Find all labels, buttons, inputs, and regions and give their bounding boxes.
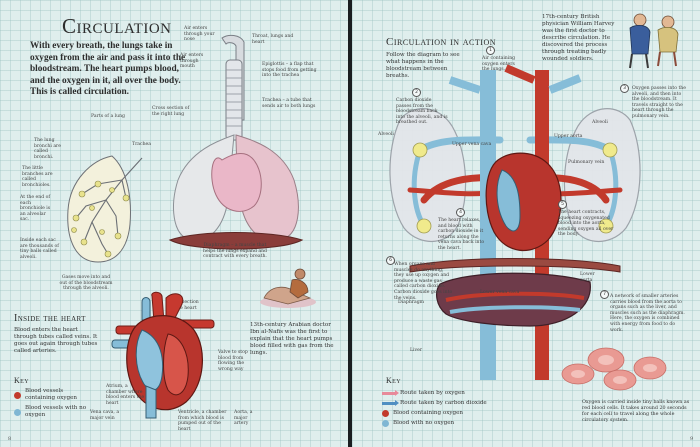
- label-valve: Valve to stop blood from flowing the wro…: [218, 350, 248, 372]
- blue-dot-icon: [382, 420, 389, 427]
- ibn-caption: 13th-century Arabian doctor Ibn al-Nafis…: [250, 322, 334, 356]
- label-cross-lung: Cross section of the right lung: [152, 106, 190, 117]
- label-air-trachea: Air enters through your nose: [184, 26, 215, 43]
- label-atrium: Atrium, a chamber where blood enters the…: [106, 384, 145, 406]
- step-text-5: The heart contracts, squeezing oxygenate…: [558, 210, 614, 238]
- key-item-blood-no-oxygen: Blood with no oxygen: [382, 420, 502, 427]
- label-ventricle: Ventricle, a chamber from which blood is…: [178, 410, 227, 432]
- label-lower-aorta: Lower aorta: [580, 272, 595, 283]
- label-trachea: Trachea – a tube that sends air to both …: [262, 98, 316, 109]
- label-parts-lung: Parts of a lung: [91, 114, 125, 119]
- right-intro-text: Follow the diagram to see what happens i…: [386, 52, 460, 79]
- harvey-illustration: [629, 13, 679, 69]
- label-upper-vena-cava: Upper vena cava: [452, 142, 492, 147]
- page-number-right: 9: [690, 436, 694, 442]
- right-page: Circulation in action Follow the diagram…: [352, 0, 700, 447]
- book-gutter: [348, 0, 352, 447]
- step-marker-4: 4: [456, 208, 465, 217]
- intro-text: With every breath, the lungs take in oxy…: [30, 41, 186, 97]
- label-upper-aorta: Upper aorta: [554, 134, 583, 139]
- page-number-left: 8: [8, 436, 12, 442]
- step-text-6: When organs and muscles do anything, the…: [394, 262, 453, 301]
- key-item-blood-oxygen: Blood containing oxygen: [382, 410, 502, 417]
- label-aorta: Aorta, a major artery: [234, 410, 253, 427]
- label-trachea-2: Trachea: [132, 142, 151, 147]
- page-title: Circulation: [62, 14, 172, 38]
- label-alveoli: Inside each sac are thousands of tiny ba…: [20, 238, 59, 260]
- label-air-mouth: Air enters through mouth: [180, 53, 204, 70]
- step-text-3: Oxygen passes into the alveoli, and then…: [632, 86, 686, 119]
- key-item-co2-route: Route taken by carbon dioxide: [382, 400, 502, 407]
- lung-detail-illustration: [67, 155, 143, 263]
- label-liver: Liver: [410, 348, 423, 353]
- key-item-no-oxygen: Blood vessels with no oxygen: [14, 405, 94, 419]
- heart-cross-section-illustration: [111, 291, 215, 419]
- key-item-oxygen-route: Route taken by oxygen: [382, 390, 502, 397]
- label-gases: Gases move into and out of the bloodstre…: [59, 275, 113, 292]
- step-marker-5: 5: [558, 200, 567, 209]
- harvey-caption: 17th-century British physician William H…: [542, 14, 615, 62]
- label-bronchi: The lung bronchi are called bronchi.: [34, 138, 61, 160]
- left-page: Circulation With every breath, the lungs…: [0, 0, 348, 447]
- blue-arrow-icon: [382, 400, 399, 406]
- key-heading-right: Key: [386, 376, 401, 385]
- step-marker-6: 6: [386, 256, 395, 265]
- label-diaphragm-right: Diaphragm: [398, 300, 425, 305]
- key-list-right: Route taken by oxygen Route taken by car…: [382, 390, 502, 430]
- step-text-1: Air containing oxygen enters the lungs.: [482, 56, 516, 73]
- label-pulmonary-vein: Pulmonary vein: [568, 160, 605, 165]
- inside-heart-heading: Inside the heart: [14, 313, 86, 324]
- oxygen-note: Oxygen is carried inside tiny balls know…: [582, 400, 690, 423]
- inside-heart-text: Blood enters the heart through tubes cal…: [14, 327, 98, 354]
- ibn-al-nafis-illustration: [260, 268, 316, 308]
- label-epiglottis: Epiglottis – a flap that stops food from…: [262, 62, 317, 79]
- label-bronchioles: The little branches are called bronchiol…: [22, 166, 53, 188]
- step-text-4: The heart relaxes, and blood with carbon…: [438, 218, 485, 251]
- step-marker-7: 7: [600, 290, 609, 299]
- key-list-left: Blood vessels containing oxygen Blood ve…: [14, 388, 94, 422]
- step-marker-2: 2: [412, 88, 421, 97]
- label-vena-cava: Vena cava, a major vein: [90, 410, 120, 421]
- label-alveoli-left: Alveoli: [378, 132, 394, 137]
- step-text-2: Carbon dioxide passes from the bloodstre…: [396, 98, 448, 126]
- label-alveoli-right: Alveoli: [592, 120, 608, 125]
- key-item-oxygen: Blood vessels containing oxygen: [14, 388, 94, 402]
- right-page-title: Circulation in action: [386, 36, 496, 48]
- label-alveolar: At the end of each bronchiole is an alve…: [20, 195, 51, 223]
- blue-dot-icon: [14, 408, 21, 416]
- step-text-7: A network of smaller arteries carries bl…: [610, 294, 685, 333]
- throat-lungs-illustration: [168, 34, 304, 250]
- circulation-diagram: [389, 64, 641, 380]
- red-dot-icon: [382, 410, 389, 417]
- red-dot-icon: [14, 391, 21, 399]
- label-diaphragm: Diaphragm – a muscle that helps the lung…: [202, 243, 268, 260]
- key-heading-left: Key: [14, 376, 29, 385]
- label-lower-vena-cava: Lower vena cava: [480, 290, 520, 295]
- label-throat: Throat, lungs and heart: [252, 34, 294, 45]
- step-marker-1: 1: [486, 46, 495, 55]
- red-blood-cells-illustration: [561, 347, 667, 391]
- step-marker-3: 3: [620, 84, 629, 93]
- pink-arrow-icon: [382, 390, 399, 396]
